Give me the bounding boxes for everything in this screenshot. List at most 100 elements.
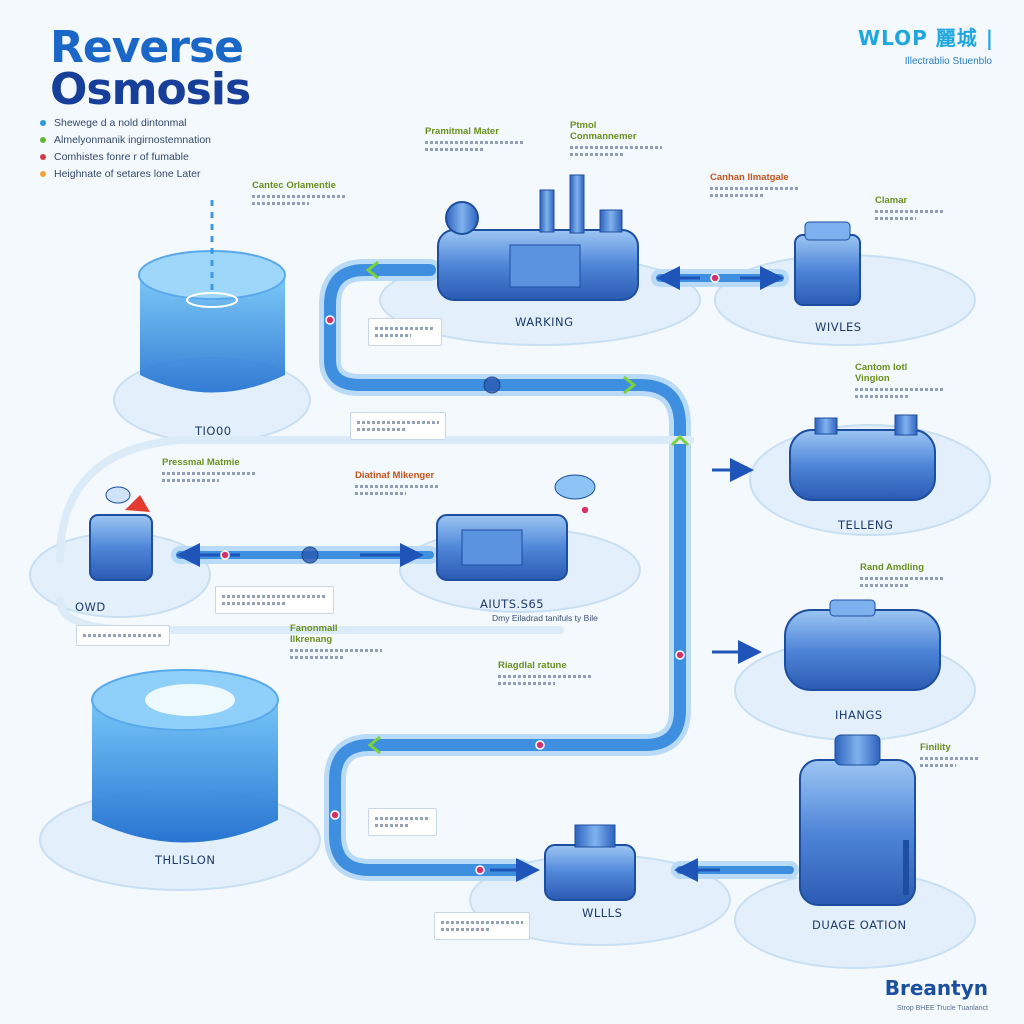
label-source-tank: TIO00 <box>195 424 232 438</box>
callout-box-5-line-1 <box>441 921 523 924</box>
valve-1 <box>325 315 335 325</box>
legend-dot-1 <box>40 120 46 126</box>
annotation-center-line-2 <box>355 492 406 495</box>
annotation-bottom-center-line-1 <box>498 675 593 678</box>
legend-text-2: Almelyonmanik ingirnostemnation <box>54 134 211 146</box>
brand-subtitle: Illectrablio Stuenblo <box>904 56 992 67</box>
annotation-main-pump-line-2 <box>425 148 485 151</box>
main-pump-stack-3 <box>599 209 623 233</box>
label-right-upper-unit: TELLENG <box>838 518 894 532</box>
annotation-left: Pressmal Matmie <box>162 457 257 486</box>
footer-subtitle: Strop BHEE Trucle Tuanlanct <box>896 1005 988 1012</box>
label-right-middle-unit: IHANGS <box>835 708 883 722</box>
right-upper-cap-right <box>894 414 918 436</box>
main-pump-panel <box>509 244 581 288</box>
chevron-top <box>365 260 379 280</box>
annotation-source-line-1 <box>252 195 347 198</box>
main-pump-intake <box>445 201 479 235</box>
right-middle-unit <box>784 599 941 691</box>
annotation-corner-line-1 <box>875 210 943 213</box>
callout-box-1 <box>368 318 442 346</box>
storage-tank-body <box>799 759 916 906</box>
chevron-right <box>670 434 690 447</box>
left-unit <box>89 486 153 581</box>
annotation-top-right-line-2 <box>570 153 626 156</box>
legend-text-1: Shewege d a nold dintonmal <box>54 117 187 129</box>
main-pump <box>437 174 639 301</box>
annotation-storage-line-1 <box>920 757 980 760</box>
callout-box-2-line-2 <box>357 428 407 431</box>
legend-dot-3 <box>40 154 46 160</box>
module-body <box>794 234 861 306</box>
storage-tank-neck <box>834 734 881 766</box>
annotation-lower-line-2 <box>290 656 346 659</box>
annotation-lower: Fanonmall Ilkrenang <box>290 623 382 663</box>
callout-box-4 <box>368 808 437 836</box>
annotation-right-middle: Rand Amdling <box>860 562 944 591</box>
valve-7 <box>475 865 485 875</box>
annotation-main-pump: Pramitmal Mater <box>425 126 525 155</box>
right-upper-unit <box>789 414 936 501</box>
left-unit-warning <box>125 495 150 512</box>
annotation-bottom-center: Riagdlal ratune <box>498 660 593 689</box>
right-upper-body <box>789 429 936 501</box>
annotation-right-upper-line-1 <box>855 388 943 391</box>
lower-tank <box>91 669 279 843</box>
legend-text-3: Comhistes fonre r of fumable <box>54 151 189 163</box>
annotation-corner-line-2 <box>875 217 916 220</box>
label-top-right-module: WIVLES <box>815 320 862 334</box>
annotation-source-line-2 <box>252 202 309 205</box>
annotation-source-title: Cantec Orlamentie <box>252 180 336 191</box>
annotation-left-line-1 <box>162 472 257 475</box>
legend-item-1: Shewege d a nold dintonmal <box>40 115 187 131</box>
label-main-pump: WARKING <box>515 315 574 329</box>
brand-logo: WLOP 麗城 | <box>858 26 994 50</box>
junction-top <box>483 376 501 394</box>
valve-5 <box>535 740 545 750</box>
legend-item-4: Heighnate of setares lone Later <box>40 166 201 182</box>
label-bottom-unit: WLLLS <box>582 906 623 920</box>
chevron-lower <box>367 735 381 755</box>
top-right-module <box>794 221 861 306</box>
module-top <box>804 221 851 241</box>
annotation-module: Canhan Ilmatgale <box>710 172 800 201</box>
callout-box-6-line-1 <box>83 634 163 637</box>
annotation-bottom-center-line-2 <box>498 682 555 685</box>
center-motor <box>436 474 596 581</box>
callout-box-1-line-2 <box>375 334 411 337</box>
lower-tank-body <box>92 700 278 843</box>
annotation-right-upper: Cantom lotl Vingion <box>855 362 943 402</box>
callout-box-4-line-1 <box>375 817 430 820</box>
legend-dot-4 <box>40 171 46 177</box>
mesh-junctions <box>301 376 501 564</box>
callout-box-1-line-1 <box>375 327 435 330</box>
chevron-middle <box>623 375 637 395</box>
footer-brand: Breantyn <box>884 976 988 1000</box>
storage-tank-gauge <box>903 840 909 895</box>
bottom-unit-body <box>544 844 636 901</box>
legend-dot-2 <box>40 137 46 143</box>
source-tank-body <box>140 275 285 393</box>
annotation-bottom-center-title: Riagdlal ratune <box>498 660 567 671</box>
callout-box-2 <box>350 412 446 440</box>
callout-box-5-line-2 <box>441 928 491 931</box>
callout-box-6 <box>76 625 170 646</box>
left-unit-cap <box>105 486 131 504</box>
annotation-corner: Clamar <box>875 195 943 224</box>
title-line-2: Osmosis <box>50 64 251 115</box>
annotation-right-middle-line-1 <box>860 577 944 580</box>
main-pump-stack-2 <box>569 174 585 234</box>
annotation-main-pump-line-1 <box>425 141 525 144</box>
right-middle-top <box>829 599 876 617</box>
storage-tank <box>799 734 916 906</box>
annotation-right-upper-line-2 <box>855 395 908 398</box>
annotation-right-middle-line-2 <box>860 584 911 587</box>
label-storage-tank: DUAGE OATION <box>812 918 907 932</box>
valve-6 <box>330 810 340 820</box>
source-tank <box>138 200 286 393</box>
legend-item-2: Almelyonmanik ingirnostemnation <box>40 132 211 148</box>
lower-tank-foam <box>145 684 235 716</box>
annotation-storage-title: Finility <box>920 742 951 753</box>
callout-box-5 <box>434 912 530 940</box>
label-lower-tank: THLISLON <box>155 853 216 867</box>
